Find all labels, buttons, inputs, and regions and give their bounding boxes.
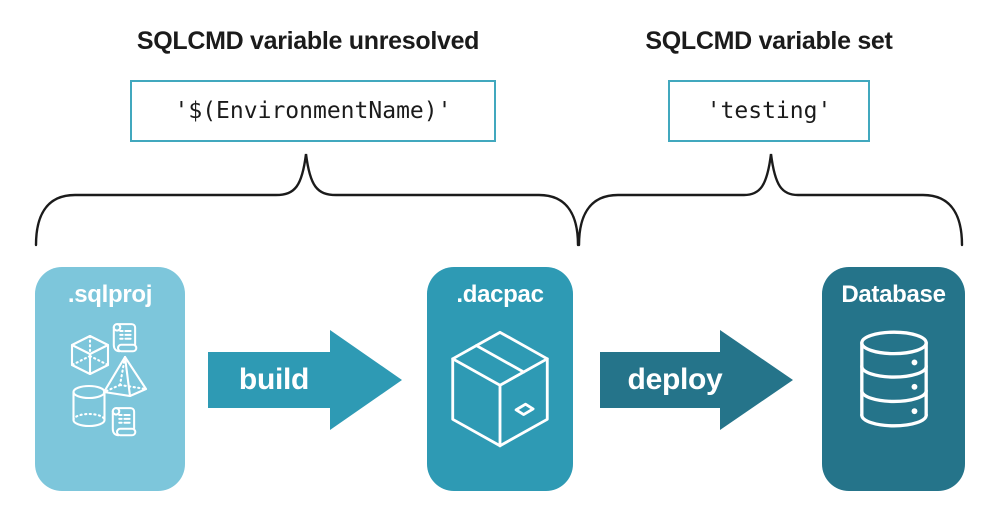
database-icon xyxy=(860,330,928,428)
deploy-arrow-label: deploy xyxy=(627,363,723,396)
heading-sqlcmd-unresolved: SQLCMD variable unresolved xyxy=(136,27,480,55)
heading-sqlcmd-set: SQLCMD variable set xyxy=(645,27,893,55)
code-box-environment-variable: '$(EnvironmentName)' xyxy=(130,80,496,142)
right-curly-brace xyxy=(577,153,964,247)
left-curly-brace xyxy=(34,153,580,247)
build-arrow-label: build xyxy=(238,363,310,396)
script-scroll-icon xyxy=(112,323,138,353)
code-testing-value: 'testing' xyxy=(706,98,832,124)
sqlproj-node: .sqlproj xyxy=(35,267,185,491)
build-arrow xyxy=(208,330,402,430)
pyramid-icon xyxy=(102,355,148,398)
cylinder-icon xyxy=(72,384,106,428)
database-label: Database xyxy=(841,281,946,308)
code-box-testing-value: 'testing' xyxy=(668,80,870,142)
deploy-arrow xyxy=(600,330,793,430)
database-node: Database xyxy=(822,267,965,491)
dacpac-node: .dacpac xyxy=(427,267,573,491)
code-environment-variable: '$(EnvironmentName)' xyxy=(174,98,452,124)
sqlproj-label: .sqlproj xyxy=(67,281,153,308)
script-scroll-icon xyxy=(111,407,137,437)
cube-icon xyxy=(70,334,110,376)
package-icon xyxy=(451,330,549,448)
dacpac-label: .dacpac xyxy=(456,281,544,308)
